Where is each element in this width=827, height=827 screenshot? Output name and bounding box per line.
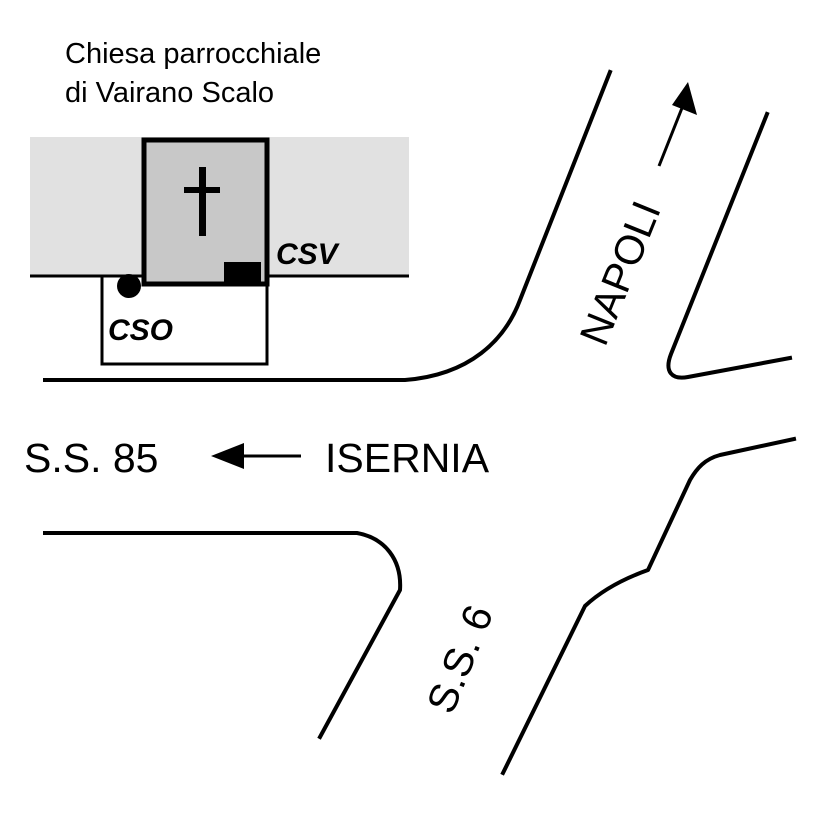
csv-label: CSV <box>276 238 341 271</box>
arrow-up-right-icon <box>657 82 697 167</box>
square-marker-icon <box>224 262 261 282</box>
ss6-label: S.S. 6 <box>418 599 502 720</box>
cso-label: CSO <box>108 314 173 347</box>
road-south-west-edge <box>43 531 403 740</box>
road-north-east-edge <box>666 111 793 380</box>
arrow-left-icon <box>211 443 301 469</box>
cross-icon <box>184 167 220 236</box>
napoli-label: NAPOLI <box>571 195 670 352</box>
ss85-label: S.S. 85 <box>24 435 158 481</box>
road-north-west-edge <box>43 69 613 382</box>
isernia-label: ISERNIA <box>325 435 490 481</box>
road-south-east-edge <box>500 436 797 776</box>
church-title-line2: di Vairano Scalo <box>65 77 274 109</box>
dot-marker-icon <box>117 274 141 298</box>
church-title-line1: Chiesa parrocchiale <box>65 38 321 70</box>
